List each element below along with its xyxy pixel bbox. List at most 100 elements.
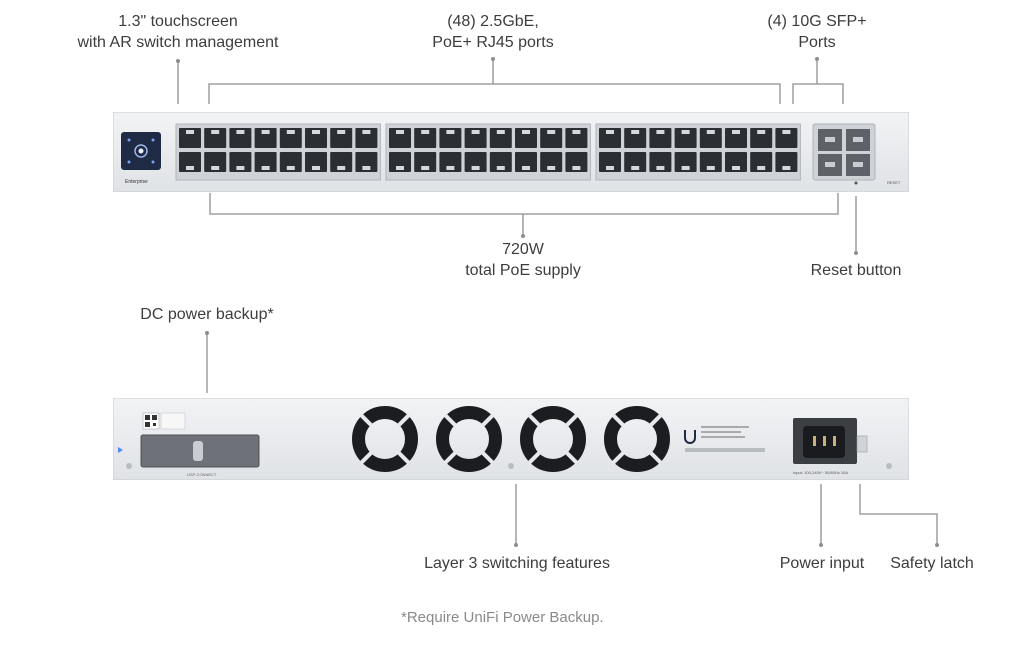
rj45-port <box>464 152 487 172</box>
rj45-port <box>489 152 512 172</box>
fan-vent-strut <box>397 451 411 465</box>
rj45-port-latch <box>631 130 640 134</box>
fan-vent <box>520 406 586 472</box>
rj45-port-latch <box>496 166 505 170</box>
rj45-port-latch <box>471 130 480 134</box>
fan-vent-strut <box>649 413 663 427</box>
fan-vent-strut <box>359 413 373 427</box>
rj45-port <box>699 152 722 172</box>
rj45-port <box>775 152 798 172</box>
fan-vent <box>436 406 502 472</box>
rj45-port-latch <box>782 166 791 170</box>
rj45-port <box>775 128 798 148</box>
rj45-port <box>515 128 537 148</box>
switch-front-panel: Enterprise RESET <box>113 112 909 192</box>
fan-vent-strut <box>527 451 541 465</box>
rj45-port-latch <box>286 166 295 170</box>
rj45-port-latch <box>782 130 791 134</box>
rj45-port <box>254 128 277 148</box>
rj45-port <box>725 152 747 172</box>
rj45-port-latch <box>236 130 245 134</box>
rj45-port <box>355 152 378 172</box>
fan-vent-strut <box>359 451 373 465</box>
dc-power-backup-label: DC power backup* <box>140 306 274 323</box>
rj45-port <box>750 128 773 148</box>
rear-screw-center <box>508 463 514 469</box>
reset-pinhole <box>854 181 858 185</box>
dc-power-backup-port <box>140 434 260 468</box>
rj45-port <box>279 128 302 148</box>
rj45-port-latch <box>337 166 346 170</box>
rj45-port <box>414 128 437 148</box>
rj45-port-latch <box>547 166 556 170</box>
rj45-port-latch <box>522 166 530 170</box>
rj45-port-latch <box>261 130 270 134</box>
rj45-port <box>540 152 563 172</box>
rj45-port <box>229 128 252 148</box>
rj45-port-latch <box>681 130 690 134</box>
rj45-port-latch <box>757 130 766 134</box>
sfp-cage <box>812 123 876 181</box>
rj45-port-latch <box>286 130 295 134</box>
rj45-port <box>649 152 672 172</box>
rj45-port <box>489 128 512 148</box>
rj45-port-latch <box>572 166 581 170</box>
rj45-port <box>674 152 697 172</box>
rj45-port-latch <box>186 130 194 134</box>
rj45-port <box>254 152 277 172</box>
reset-button-label: Reset button <box>810 262 902 279</box>
rj45-port <box>439 128 462 148</box>
rj45-port <box>515 152 537 172</box>
rj45-port <box>750 152 773 172</box>
rj45-port-latch <box>261 166 270 170</box>
fan-vent <box>352 406 418 472</box>
certification-marks <box>684 426 765 452</box>
fan-vent-strut <box>611 413 625 427</box>
rj45-ports-label: (48) 2.5GbE, PoE+ RJ45 ports <box>432 13 554 51</box>
rj45-port <box>540 128 563 148</box>
rj45-port <box>674 128 697 148</box>
rj45-port <box>565 128 588 148</box>
rj45-port-latch <box>211 166 220 170</box>
rj45-port <box>305 152 327 172</box>
footnote: *Require UniFi Power Backup. <box>401 609 604 626</box>
rj45-port-latch <box>572 130 581 134</box>
rj45-port-grid <box>175 123 801 181</box>
rj45-port-latch <box>522 130 530 134</box>
fan-vent-strut <box>565 413 579 427</box>
poe-supply-label: 720W total PoE supply <box>465 241 581 279</box>
rj45-port <box>725 128 747 148</box>
front-reset-text: RESET <box>887 180 901 185</box>
fan-vents <box>352 406 670 472</box>
safety-latch-label: Safety latch <box>890 555 974 572</box>
rj45-port-latch <box>396 130 404 134</box>
rj45-port-latch <box>396 166 404 170</box>
rj45-port-latch <box>656 166 665 170</box>
rj45-port-latch <box>606 166 614 170</box>
fan-vent-strut <box>443 413 457 427</box>
touchscreen <box>121 132 161 170</box>
safety-latch <box>856 435 868 453</box>
rj45-port-latch <box>732 166 740 170</box>
rj45-port <box>204 128 227 148</box>
power-input-socket <box>793 418 857 464</box>
switch-rear-panel: USP-CONNECT Input: 100-240V~ 50/60Hz 10A <box>113 398 909 480</box>
rj45-port-latch <box>211 130 220 134</box>
rear-connector-text: USP-CONNECT <box>187 472 217 477</box>
rj45-port-latch <box>446 166 455 170</box>
touchscreen-label: 1.3" touchscreen with AR switch manageme… <box>77 13 279 51</box>
fan-vent-strut <box>397 413 411 427</box>
sfp-ports-label: (4) 10G SFP+ Ports <box>767 13 867 51</box>
rj45-port-latch <box>236 166 245 170</box>
rj45-port-latch <box>471 166 480 170</box>
rj45-port <box>565 152 588 172</box>
fan-vent-strut <box>481 413 495 427</box>
fan-vent-strut <box>481 451 495 465</box>
rj45-port <box>389 128 411 148</box>
rj45-port <box>305 128 327 148</box>
rj45-port <box>389 152 411 172</box>
rj45-port-latch <box>656 130 665 134</box>
fan-vent-strut <box>443 451 457 465</box>
rj45-port-latch <box>362 130 371 134</box>
rj45-port <box>599 152 621 172</box>
